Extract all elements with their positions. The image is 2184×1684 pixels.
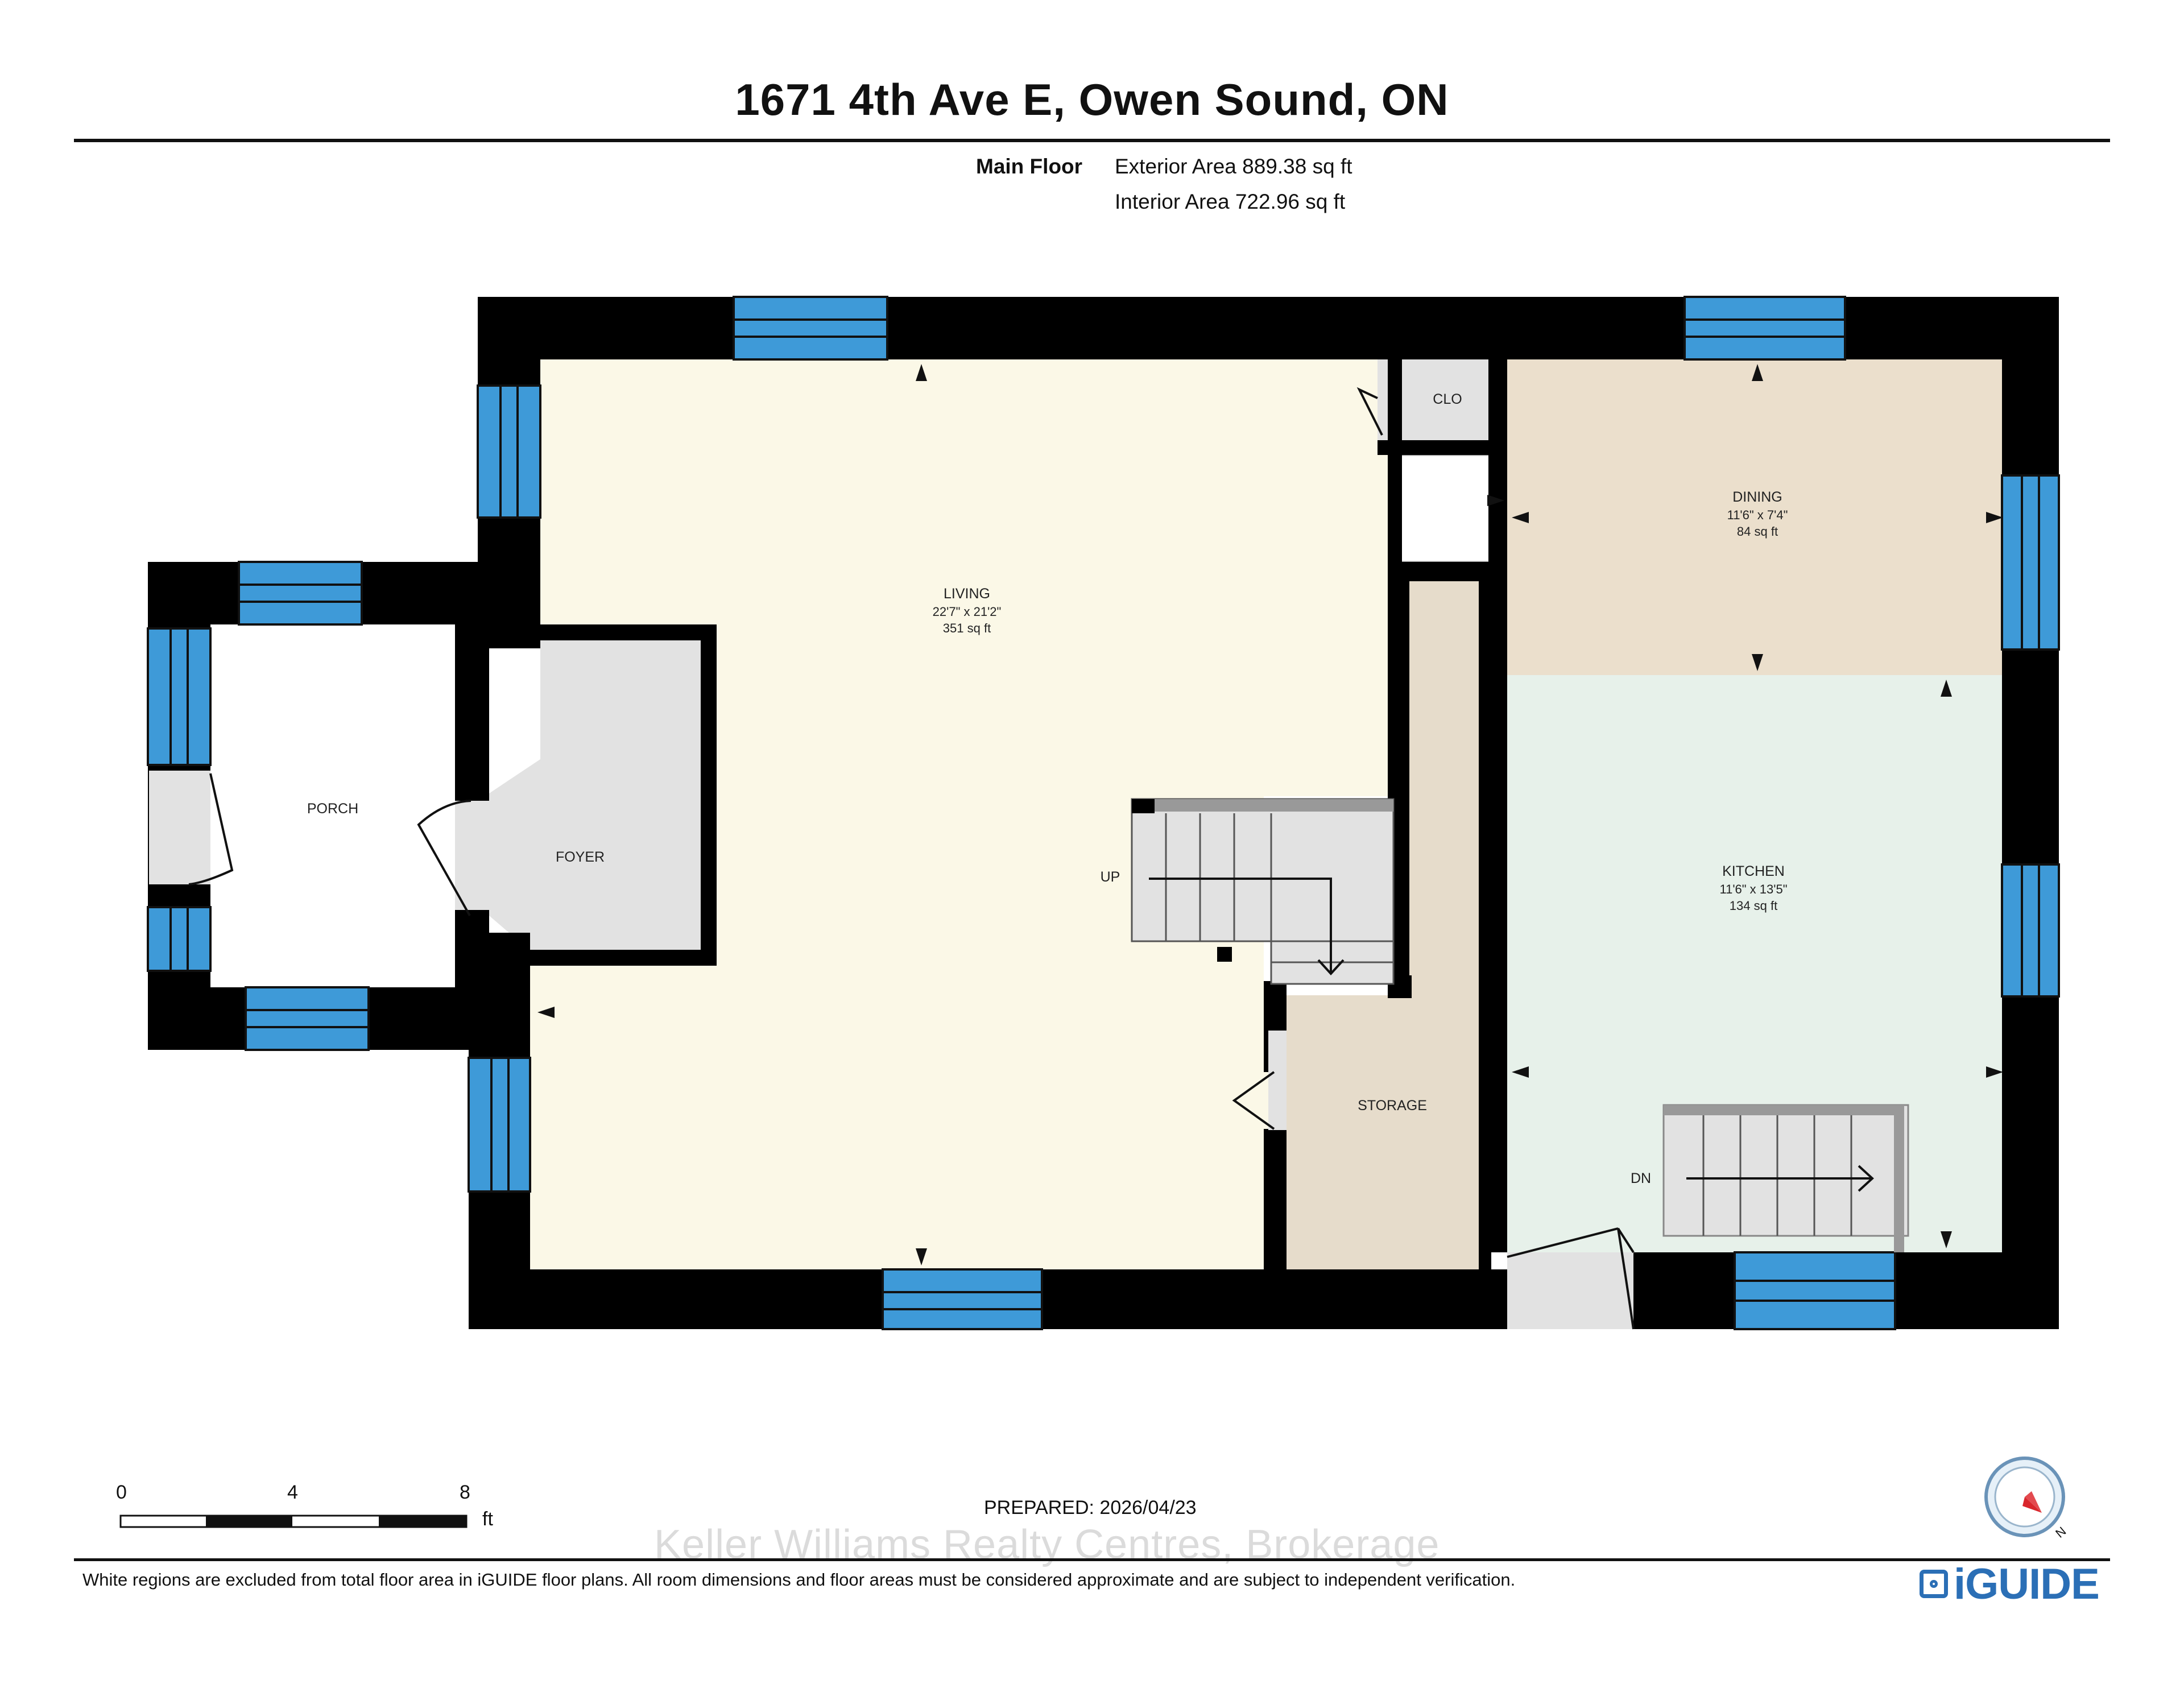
stairs-down-label: DN	[1631, 1170, 1651, 1186]
interior-area: Interior Area 722.96 sq ft	[1115, 190, 1346, 213]
windows	[147, 296, 2060, 1330]
stairs-up-label: UP	[1101, 869, 1120, 885]
iguide-logo: iGUIDE	[1920, 1559, 2100, 1608]
window-left-lower	[468, 1057, 531, 1193]
window-bottom-kitchen	[1734, 1251, 1896, 1330]
storage-fill	[1287, 581, 1491, 1269]
window-porch-left-lower	[147, 906, 212, 972]
compass-icon	[1984, 1457, 2065, 1537]
stairs-down	[1662, 1104, 1909, 1252]
kitchen-dims: 11'6" x 13'5"	[1719, 882, 1787, 896]
floor-name: Main Floor	[976, 155, 1083, 178]
footer-rule	[74, 1558, 2110, 1561]
stair-landing-fill	[1391, 454, 1503, 563]
dining-fill	[1507, 359, 2008, 675]
compass-label: N	[2053, 1524, 2069, 1540]
porch-name: PORCH	[307, 801, 358, 817]
window-left-upper	[477, 384, 541, 519]
dining-dims: 11'6" x 7'4"	[1727, 508, 1788, 522]
door-swings	[188, 387, 1635, 1330]
window-porch-bottom	[245, 986, 370, 1051]
window-right-dining	[2001, 474, 2060, 651]
window-bottom-living	[882, 1268, 1043, 1330]
window-right-kitchen	[2001, 863, 2060, 998]
scale-tick-4: 4	[287, 1482, 298, 1503]
window-top-dining	[1684, 296, 1846, 361]
dining-area: 84 sq ft	[1737, 524, 1778, 539]
living-fill	[530, 359, 1396, 1269]
foyer-fill	[489, 638, 701, 950]
disclaimer: White regions are excluded from total fl…	[82, 1570, 1516, 1590]
door-openings	[149, 640, 1633, 1329]
iguide-logo-icon	[1920, 1570, 1948, 1598]
iguide-logo-text: iGUIDE	[1954, 1559, 2100, 1608]
window-porch-top	[238, 561, 363, 626]
header-rule	[74, 139, 2110, 142]
dimension-arrows	[537, 364, 2003, 1265]
living-area: 351 sq ft	[943, 621, 991, 635]
storage-name: STORAGE	[1358, 1098, 1427, 1114]
closet-name: CLO	[1433, 391, 1462, 407]
porch-fill	[210, 624, 455, 987]
prepared-date: PREPARED: 2026/04/23	[984, 1497, 1197, 1519]
window-top-living	[733, 296, 888, 361]
scale-bar	[119, 1515, 468, 1528]
page-title: 1671 4th Ave E, Owen Sound, ON	[735, 75, 1449, 125]
living-dims: 22'7" x 21'2"	[933, 605, 1002, 619]
stairs-up	[1131, 798, 1395, 985]
living-name: LIVING	[944, 586, 990, 602]
dining-name: DINING	[1732, 489, 1782, 505]
kitchen-name: KITCHEN	[1722, 863, 1785, 879]
window-porch-left-upper	[147, 627, 212, 766]
foyer-name: FOYER	[556, 849, 605, 865]
scale-tick-0: 0	[116, 1482, 127, 1503]
exterior-area: Exterior Area 889.38 sq ft	[1115, 155, 1352, 178]
kitchen-area: 134 sq ft	[1730, 899, 1777, 913]
scale-tick-8: 8	[460, 1482, 470, 1503]
scale-unit: ft	[482, 1508, 493, 1530]
